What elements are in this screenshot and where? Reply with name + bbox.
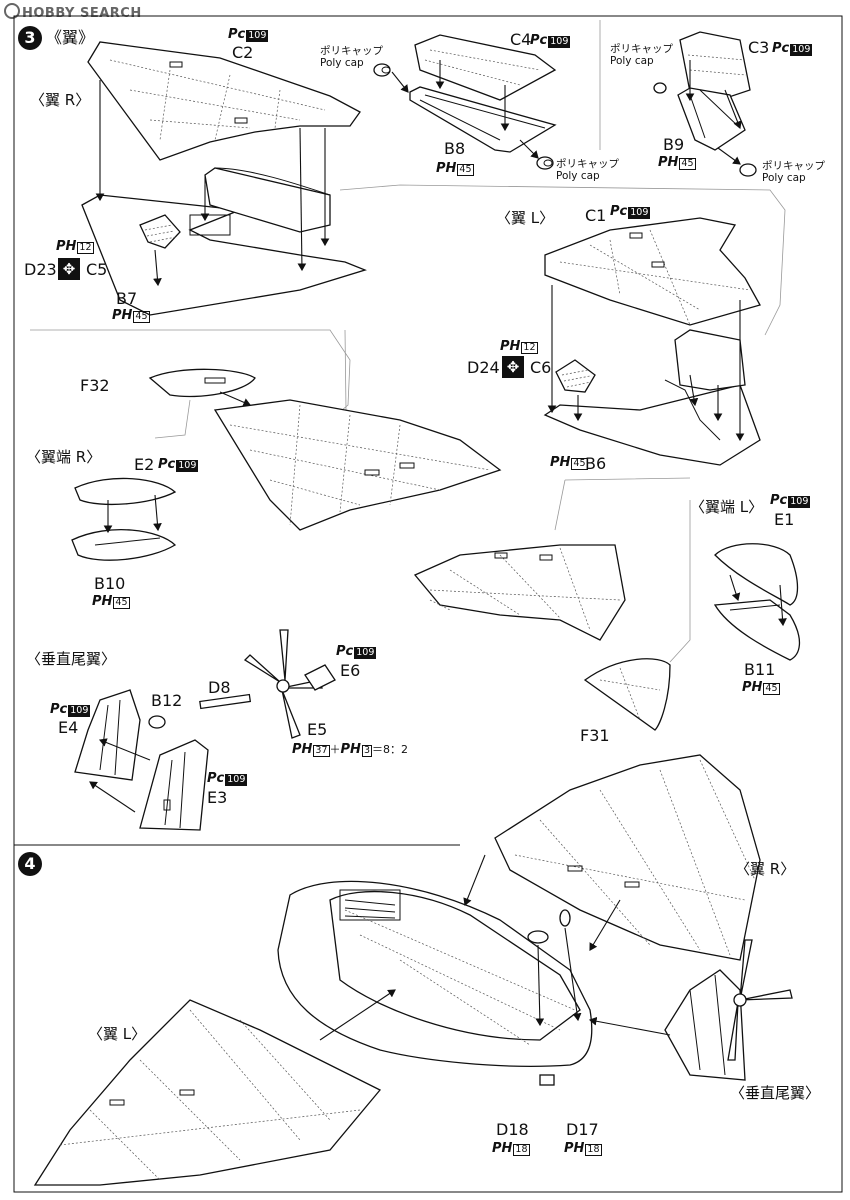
part-f32-drawing: [148, 368, 256, 398]
part-e2-b10-drawing: [71, 477, 177, 561]
part-label-b11: B11: [744, 660, 776, 679]
label-wingtip-r: 〈翼端 R〉: [26, 448, 102, 466]
part-e6-drawing: [304, 664, 336, 691]
part-d17-drawing: [559, 909, 571, 927]
label-wing-r-s4: 〈翼 R〉: [735, 860, 796, 878]
part-b7-drawing: [81, 167, 367, 316]
glue-icon-2: ✥: [502, 356, 524, 378]
part-label-c1: C1: [585, 206, 607, 225]
wing-outer-r-drawing: [213, 399, 502, 531]
part-label-b10: B10: [94, 574, 126, 593]
step-4-marker: 4: [18, 852, 42, 876]
part-c3-b9-drawing: [677, 31, 751, 151]
label-wing-l-s4: 〈翼 L〉: [88, 1025, 147, 1043]
part-label-d24: D24: [467, 358, 500, 377]
polycap-icon-5: [148, 715, 166, 729]
label-vertical-tail: 〈垂直尾翼〉: [26, 650, 117, 668]
polycap-icon-2: [536, 156, 554, 170]
part-label-e5: E5: [307, 720, 328, 739]
part-c1-drawing: [544, 217, 761, 326]
part-label-f31: F31: [580, 726, 610, 745]
wing-r-s4-drawing: [494, 754, 761, 961]
part-d8-drawing: [199, 693, 252, 710]
vertical-tail-s4-drawing: [664, 939, 793, 1081]
part-label-d8: D8: [208, 678, 231, 697]
part-e3-drawing: [139, 739, 209, 831]
label-wing-l: 〈翼 L〉: [496, 209, 555, 227]
polycap-icon-1: [373, 63, 391, 77]
part-c4-b8-drawing: [409, 34, 557, 153]
wing-l-s4-drawing: [33, 999, 382, 1186]
glue-icon-1: ✥: [58, 258, 80, 280]
wing-outer-l-drawing: [413, 544, 626, 641]
part-label-e6: E6: [340, 661, 361, 680]
part-d18-drawing: [527, 930, 549, 944]
part-label-e3: E3: [207, 788, 228, 807]
part-label-f32: F32: [80, 376, 110, 395]
page-frame: [13, 15, 843, 1193]
part-label-d23: D23: [24, 260, 57, 279]
part-label-b12: B12: [151, 691, 183, 710]
part-label-e1: E1: [774, 510, 795, 529]
part-label-b7: B7: [116, 289, 138, 308]
part-label-b6: B6: [585, 454, 607, 473]
part-label-d17: D17: [566, 1120, 599, 1139]
part-label-c2: C2: [232, 43, 254, 62]
fuselage-drawing: [277, 880, 593, 1086]
part-label-b8: B8: [444, 139, 466, 158]
part-label-e2: E2: [134, 455, 155, 474]
part-label-d18: D18: [496, 1120, 529, 1139]
part-b6-drawing: [543, 329, 761, 466]
polycap-icon-3: [653, 82, 667, 94]
propeller-drawing: [243, 629, 323, 739]
part-label-c6: C6: [530, 358, 552, 377]
part-label-c3: C3: [748, 38, 770, 57]
part-label-c4: C4: [510, 30, 532, 49]
part-label-b9: B9: [663, 135, 685, 154]
label-wingtip-l: 〈翼端 L〉: [690, 498, 764, 516]
step-3-marker: 3: [18, 26, 42, 50]
polycap-icon-4: [739, 163, 757, 177]
part-e1-b11-drawing: [713, 543, 801, 661]
logo-icon: [4, 3, 20, 19]
heading-wing: 《翼》: [46, 28, 95, 47]
part-c2-drawing: [87, 41, 361, 161]
part-e4-drawing: [74, 689, 141, 781]
part-f31-drawing: [583, 658, 671, 731]
part-label-c5: C5: [86, 260, 108, 279]
watermark: HOBBY SEARCH: [4, 3, 142, 21]
part-label-e4: E4: [58, 718, 79, 737]
label-vertical-tail-s4: 〈垂直尾翼〉: [730, 1084, 821, 1102]
label-wing-r: 〈翼 R〉: [30, 91, 91, 109]
